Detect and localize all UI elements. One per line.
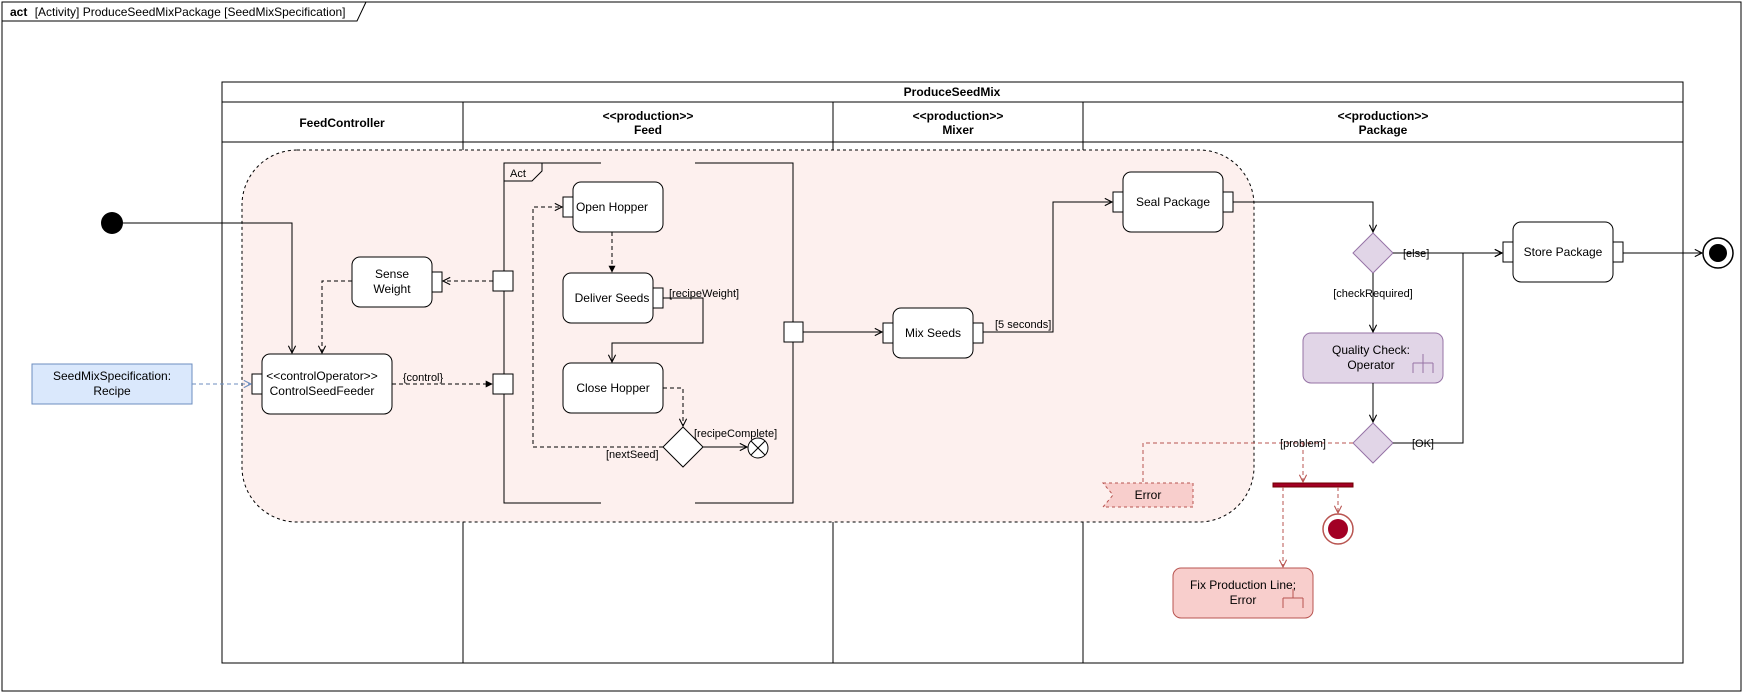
pin-weight-out — [492, 270, 514, 292]
decision-node-feed — [662, 426, 704, 468]
object-node-line1: SeedMixSpecification: — [53, 369, 171, 383]
edge-sense-to-controller — [322, 280, 352, 353]
guard-problem: [problem] — [1280, 438, 1326, 450]
inner-frame-label: Act — [510, 168, 526, 180]
flow-final-node — [747, 437, 769, 459]
fork-bar — [1272, 482, 1354, 488]
call-behavior-icon — [1412, 354, 1434, 373]
edge-deliver-to-close — [612, 297, 704, 362]
signal-error: Error — [1101, 482, 1194, 508]
pin-control-in — [492, 373, 514, 395]
sense-weight-line2: Weight — [373, 282, 411, 296]
quality-check-line2: Operator — [1347, 358, 1394, 372]
object-node-seedmixspecification[interactable]: SeedMixSpecification: Recipe — [31, 363, 193, 405]
lane-stereotype-feed: <<production>> — [603, 109, 694, 123]
initial-node — [101, 212, 123, 234]
action-mix-seeds[interactable]: Mix Seeds — [882, 307, 984, 359]
action-fix-production-line[interactable]: Fix Production Line; Error — [1172, 567, 1314, 619]
deliver-seeds-label: Deliver Seeds — [575, 291, 650, 305]
decision-node-check — [1352, 232, 1394, 274]
fix-production-line-line2: Error — [1230, 593, 1257, 607]
action-store-package[interactable]: Store Package — [1502, 221, 1624, 283]
call-behavior-icon-red — [1282, 589, 1304, 608]
pin-feed-out — [783, 321, 804, 343]
interruptible-region — [241, 149, 1255, 523]
lane-header-feedcontroller: FeedController — [299, 116, 385, 130]
edge-ok-to-store — [1393, 253, 1502, 444]
lane-stereotype-package: <<production>> — [1338, 109, 1429, 123]
edges — [123, 202, 1702, 567]
edge-mix-to-seal — [983, 202, 1112, 333]
activity-final-node-error — [1322, 513, 1354, 545]
lane-header-package: Package — [1359, 123, 1408, 137]
activity-final-node — [1702, 237, 1734, 269]
quality-check-line1: Quality Check: — [1332, 343, 1410, 357]
edge-seal-to-decision — [1233, 201, 1373, 232]
edge-initial-to-controller — [123, 222, 292, 353]
lane-header-feed: Feed — [634, 123, 662, 137]
guard-five-seconds: [5 seconds] — [995, 319, 1051, 331]
guard-ok: [OK] — [1412, 438, 1434, 450]
mix-seeds-label: Mix Seeds — [905, 326, 961, 340]
action-seal-package[interactable]: Seal Package — [1112, 171, 1234, 233]
guard-recipe-weight: [recipeWeight] — [669, 288, 739, 300]
control-seed-feeder-line1: <<controlOperator>> — [266, 369, 377, 383]
action-open-hopper[interactable]: Open Hopper — [562, 181, 664, 233]
lane-stereotype-mixer: <<production>> — [913, 109, 1004, 123]
edge-next-seed-loop — [532, 207, 663, 448]
frame-keyword: act — [10, 5, 27, 19]
guard-recipe-complete: [recipeComplete] — [694, 428, 777, 440]
edge-problem — [1142, 442, 1353, 483]
object-node-line2: Recipe — [93, 384, 131, 398]
action-deliver-seeds[interactable]: Deliver Seeds — [562, 272, 664, 324]
signal-error-label: Error — [1135, 488, 1162, 502]
guard-next-seed: [nextSeed] — [606, 449, 659, 461]
open-hopper-label: Open Hopper — [576, 200, 648, 214]
action-sense-weight[interactable]: Sense Weight — [351, 256, 443, 308]
guard-check-required: [checkRequired] — [1333, 288, 1413, 300]
frame-title: [Activity] ProduceSeedMixPackage [SeedMi… — [35, 5, 346, 19]
action-control-seed-feeder[interactable]: <<controlOperator>> ControlSeedFeeder — [251, 353, 393, 415]
close-hopper-label: Close Hopper — [576, 381, 649, 395]
action-close-hopper[interactable]: Close Hopper — [562, 362, 664, 414]
edge-close-to-decision — [663, 387, 683, 426]
pool-title: ProduceSeedMix — [904, 85, 1001, 99]
lane-header-mixer: Mixer — [942, 123, 974, 137]
action-quality-check[interactable]: Quality Check: Operator — [1302, 332, 1444, 384]
guard-control: {control} — [403, 372, 444, 384]
fix-production-line-line1: Fix Production Line; — [1190, 578, 1296, 592]
seal-package-label: Seal Package — [1136, 195, 1210, 209]
sense-weight-line1: Sense — [375, 267, 409, 281]
guard-else: [else] — [1403, 248, 1429, 260]
store-package-label: Store Package — [1524, 245, 1603, 259]
svg-text:act [Activity] ProduceSe: act [Activity] ProduceSeedMixPackage [Se… — [10, 5, 346, 19]
control-seed-feeder-line2: ControlSeedFeeder — [270, 384, 375, 398]
decision-node-result — [1352, 422, 1394, 464]
